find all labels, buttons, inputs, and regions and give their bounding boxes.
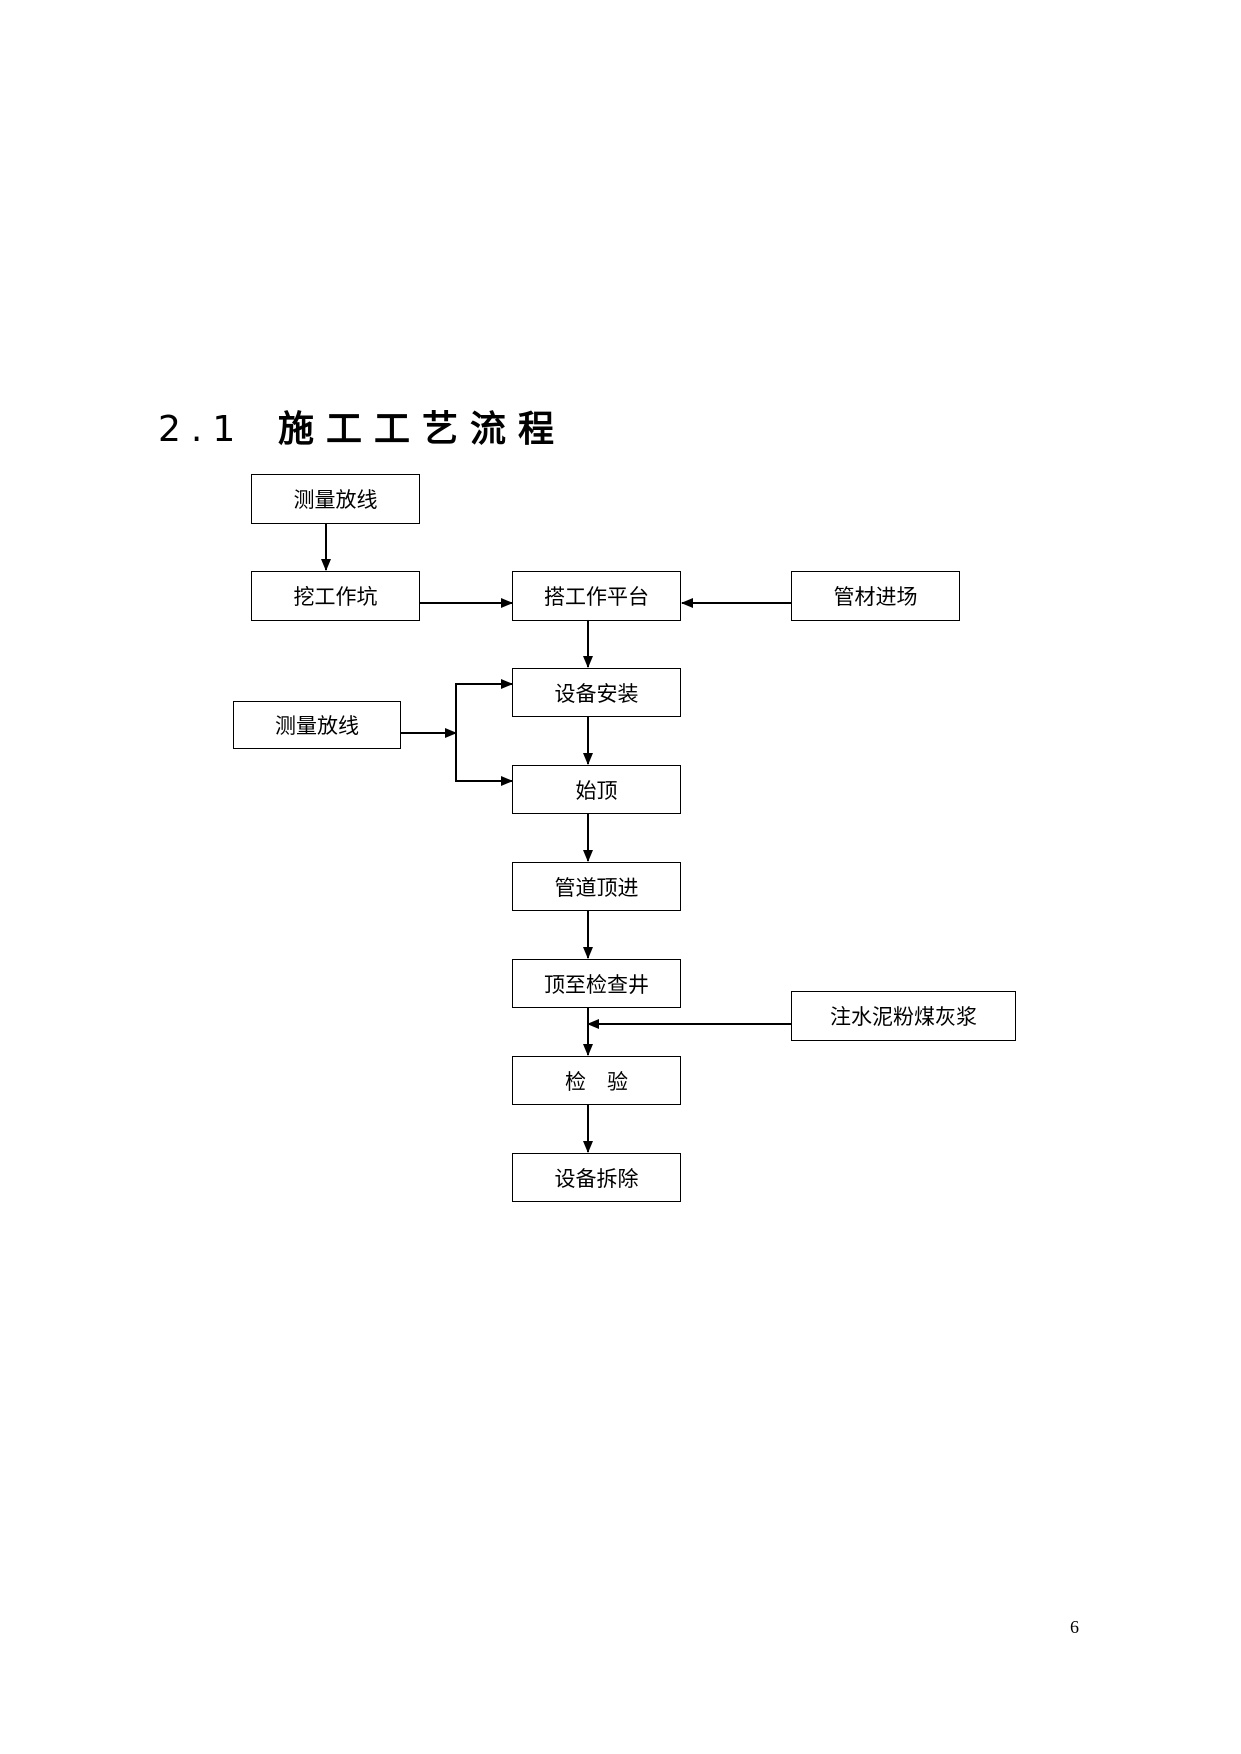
flow-node-inspect: 检 验 (512, 1056, 681, 1105)
flow-node-survey-left: 测量放线 (233, 701, 401, 749)
section-title: 施工工艺流程 (278, 409, 567, 450)
flow-node-dig-pit: 挖工作坑 (251, 571, 420, 621)
flow-node-pipe-arrival: 管材进场 (791, 571, 960, 621)
section-number: 2.1 (158, 409, 246, 450)
flow-node-install: 设备安装 (512, 668, 681, 717)
flow-node-to-manhole: 顶至检查井 (512, 959, 681, 1008)
flow-node-grout: 注水泥粉煤灰浆 (791, 991, 1016, 1041)
page-number: 6 (1070, 1617, 1079, 1637)
flow-node-dismantle: 设备拆除 (512, 1153, 681, 1202)
flow-node-pipe-jacking: 管道顶进 (512, 862, 681, 911)
flow-node-survey-top: 测量放线 (251, 474, 420, 524)
flow-node-platform: 搭工作平台 (512, 571, 681, 621)
branch-line (455, 683, 512, 782)
flow-node-start-jack: 始顶 (512, 765, 681, 814)
